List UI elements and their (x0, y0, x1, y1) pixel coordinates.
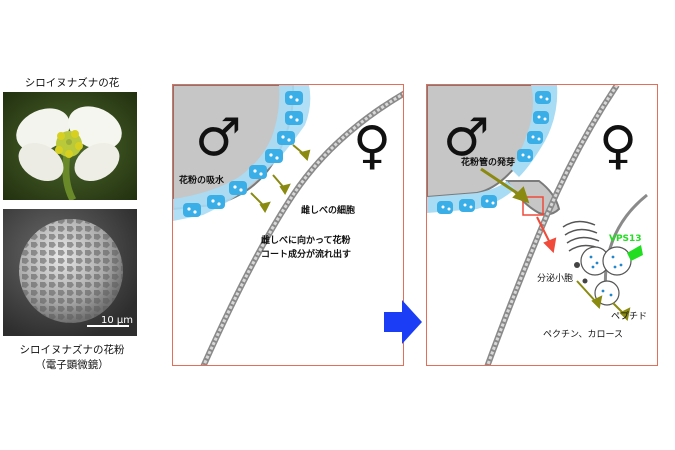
male-symbol: ♂ (443, 108, 490, 168)
label-coat-flow-1: 雌しべに向かって花粉 (261, 234, 351, 246)
transition-arrow-icon (384, 298, 424, 346)
female-symbol: ♀ (599, 116, 637, 176)
diagram-panel-2: VPS13 ♂ ♀ 花粉管の発芽 分泌小胞 ペプチド ペクチン、カロース (426, 84, 658, 366)
label-coat-flow-2: コート成分が流れ出す (261, 248, 351, 260)
scale-bar-label: 10 µm (101, 315, 133, 326)
pollen-caption-sub: （電子顕微鏡） (35, 359, 109, 371)
pollen-caption: シロイヌナズナの花粉 (19, 344, 125, 356)
label-tube-germination: 花粉管の発芽 (461, 156, 515, 168)
label-pistil-cell: 雌しべの細胞 (301, 204, 355, 216)
label-water-uptake: 花粉の吸水 (179, 174, 225, 186)
pollen-sem-image: 10 µm (3, 209, 137, 336)
female-symbol: ♀ (353, 116, 391, 176)
diagram-panel-1: ♂ ♀ 花粉の吸水 雌しべの細胞 雌しべに向かって花粉 コート成分が流れ出す (172, 84, 404, 366)
flower-caption: シロイヌナズナの花 (24, 77, 120, 89)
label-vps13: VPS13 (609, 234, 642, 244)
male-symbol: ♂ (195, 108, 242, 168)
label-pectin-callose: ペクチン、カロース (543, 329, 623, 340)
label-secretory-vesicle: 分泌小胞 (537, 272, 573, 284)
flower-image (3, 92, 137, 202)
label-peptide: ペプチド (611, 311, 647, 322)
